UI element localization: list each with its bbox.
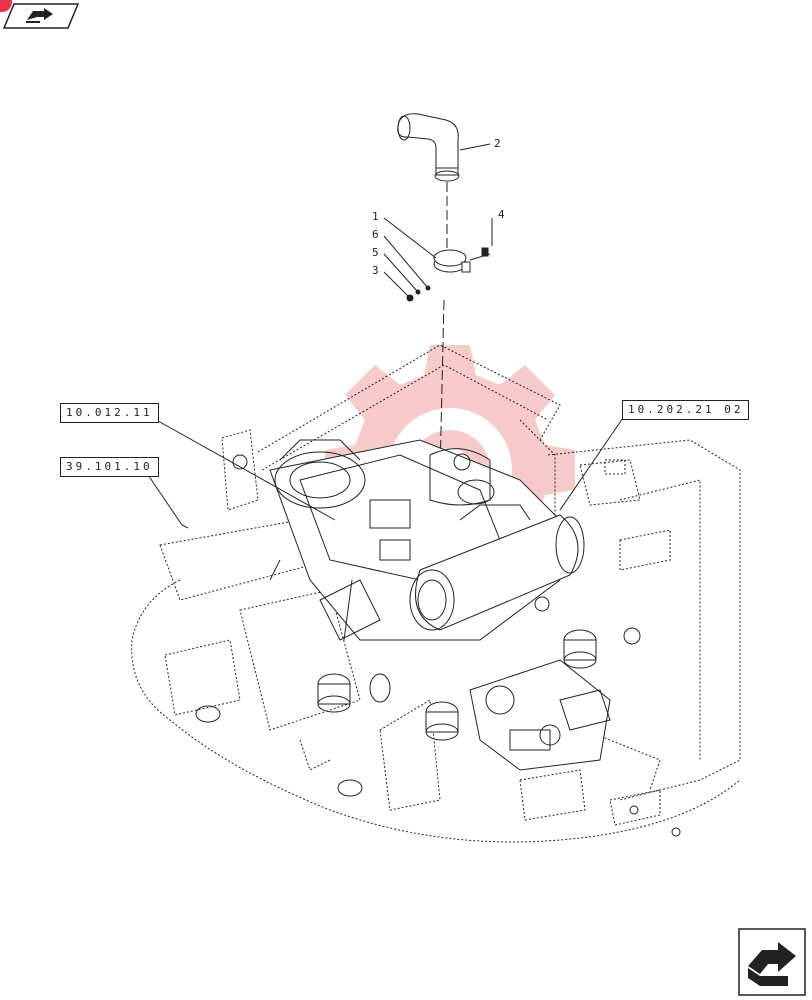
callout-3: 3 [372,264,381,277]
reference-link-right-top[interactable]: 10.202.21 02 [622,400,750,420]
next-page-arrow-icon[interactable] [738,928,806,996]
callout-1: 1 [372,210,381,223]
callout-5: 5 [372,246,381,259]
callout-6: 6 [372,228,381,241]
book-arrow-icon[interactable] [0,0,80,30]
callout-4: 4 [498,208,507,221]
reference-link-left-top[interactable]: 10.012.11 [60,403,159,423]
reference-link-left-bottom[interactable]: 39.101.10 [60,457,159,477]
callout-2: 2 [494,137,503,150]
